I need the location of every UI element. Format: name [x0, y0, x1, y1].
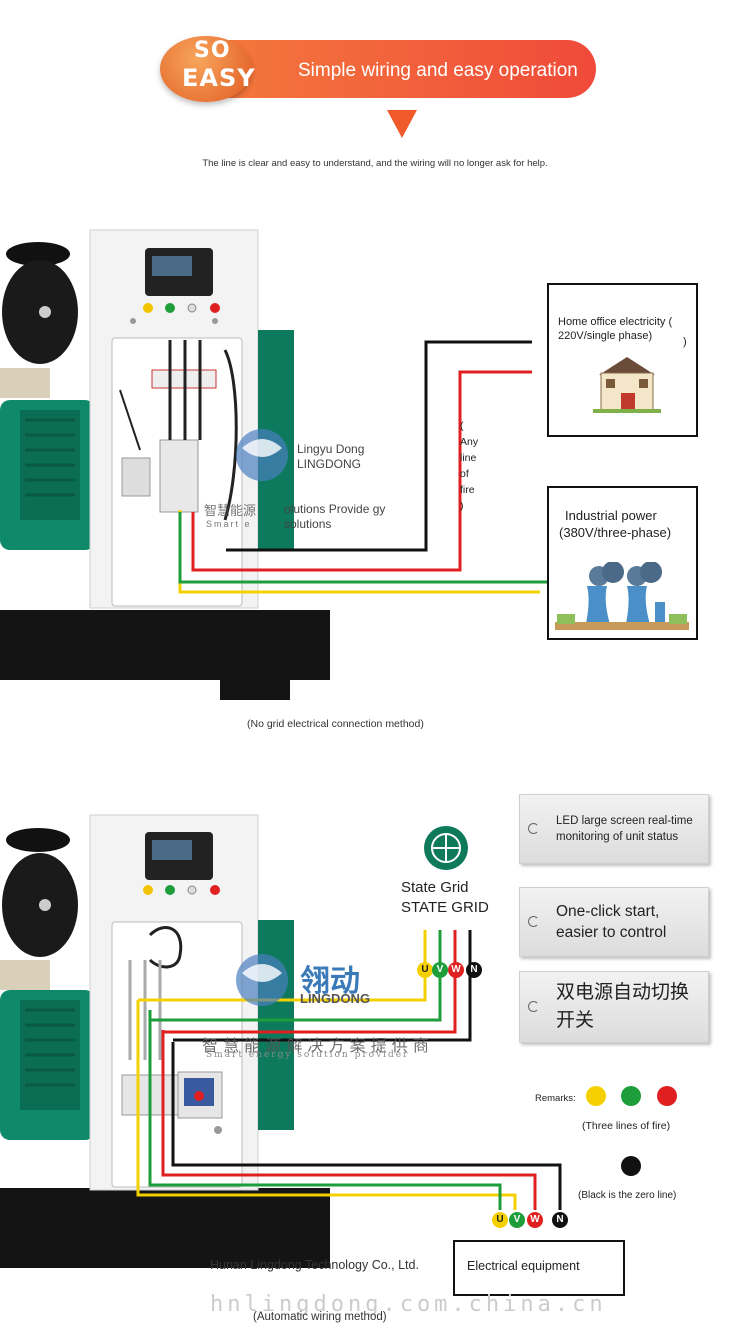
electrical-equipment-box: Electrical equipment — [453, 1240, 625, 1296]
terminal-u-top: U — [417, 962, 433, 978]
terminal-u-bottom: U — [492, 1212, 508, 1228]
home-office-box: Home office electricity ( 220V/single ph… — [547, 283, 698, 437]
house-icon — [593, 357, 661, 413]
solutions-text: olutions Provide gy solutions — [284, 502, 385, 532]
fire-note: ( Any line of fire ) — [460, 418, 490, 514]
fire-note-line: of — [460, 468, 469, 480]
industrial-box: Industrial power (380V/three-phase) — [547, 486, 698, 640]
yellow-dot-icon — [586, 1086, 606, 1106]
banner-badge: SO EASY — [160, 36, 255, 102]
fire-note-line: ) — [460, 500, 464, 512]
red-dot-icon — [657, 1086, 677, 1106]
fire-note-line: Any — [460, 436, 479, 448]
slogan-cn: 智 慧 能 源 解 决 方 案 提 供 商 — [202, 1036, 429, 1055]
banner-text: Simple wiring and easy operation — [298, 60, 578, 81]
terminal-v-top: V — [432, 962, 448, 978]
company-name: Hunan Lingdong Technology Co., Ltd. — [210, 1258, 419, 1272]
terminal-v-bottom: V — [509, 1212, 525, 1228]
terminal-w-bottom: W — [527, 1212, 543, 1228]
home-office-paren: ) — [683, 336, 687, 348]
green-dot-icon — [621, 1086, 641, 1106]
solutions-line2: solutions — [284, 517, 332, 531]
watermark-url: hnlingdong.com.china.cn — [210, 1292, 607, 1317]
terminal-n-bottom: N — [552, 1212, 568, 1228]
logo-text-line1: Lingyu Dong — [297, 442, 365, 456]
feature-text: One-click start, easier to control — [556, 903, 667, 941]
state-grid-logo-icon — [424, 826, 468, 870]
logo-text-1: Lingyu Dong LINGDONG — [297, 442, 364, 472]
slogan-en: Smart energy solution provider — [206, 1050, 410, 1060]
banner-so: SO — [194, 38, 231, 63]
state-grid-text: State Grid STATE GRID — [401, 878, 489, 918]
electrical-equipment-label: Electrical equipment — [467, 1259, 580, 1273]
fire-note-line: fire — [460, 484, 475, 496]
industrial-sub-text: 380V/three-phase — [563, 525, 667, 540]
home-office-label: Home office electricity ( 220V/single ph… — [558, 316, 673, 342]
bullet-icon — [528, 1001, 539, 1012]
banner-bar: Simple wiring and easy operation — [200, 40, 596, 98]
bullet-icon — [528, 916, 539, 927]
industrial-label: Industrial power — [565, 508, 657, 523]
terminal-n-top: N — [466, 962, 482, 978]
state-grid-line2: STATE GRID — [401, 899, 489, 916]
factory-icon — [555, 562, 689, 630]
solutions-en: Smart e — [206, 519, 252, 529]
banner: Simple wiring and easy operation SO EASY — [160, 36, 600, 102]
feature-text: 双电源自动切换开关 — [556, 982, 690, 1031]
banner-easy: EASY — [182, 64, 256, 92]
caption-no-grid: (No grid electrical connection method) — [247, 718, 424, 730]
lingdong-logo-cn: 翎动 — [300, 964, 360, 999]
black-dot-icon — [621, 1156, 641, 1176]
logo-text-line2: LINGDONG — [297, 457, 362, 471]
solutions-line1: olutions Provide gy — [284, 502, 386, 516]
feature-text: LED large screen real-time monitoring of… — [556, 815, 693, 843]
feature-dual-power-switch: 双电源自动切换开关 — [519, 971, 709, 1043]
industrial-sub: (380V/three-phase) — [559, 525, 672, 540]
feature-one-click-start: One-click start, easier to control — [519, 887, 709, 957]
zero-line-caption: (Black is the zero line) — [578, 1190, 677, 1201]
solutions-cn: 智慧能源 — [204, 504, 257, 519]
bullet-icon — [528, 823, 539, 834]
generator-diagram-2 — [0, 814, 562, 1268]
fire-note-line: line — [460, 452, 477, 464]
lingdong-logo-en: LINGDONG — [300, 991, 371, 1006]
feature-led-monitoring: LED large screen real-time monitoring of… — [519, 794, 709, 864]
generator-diagram-1 — [0, 229, 550, 700]
down-arrow-icon — [387, 110, 417, 138]
terminal-w-top: W — [448, 962, 464, 978]
fire-lines-caption: (Three lines of fire) — [582, 1120, 671, 1132]
state-grid-line1: State Grid — [401, 879, 469, 896]
subline: The line is clear and easy to understand… — [202, 158, 548, 169]
caption-auto-wiring: (Automatic wiring method) — [253, 1311, 387, 1323]
fire-note-line: ( — [460, 420, 464, 432]
remarks-label: Remarks: — [535, 1093, 576, 1104]
